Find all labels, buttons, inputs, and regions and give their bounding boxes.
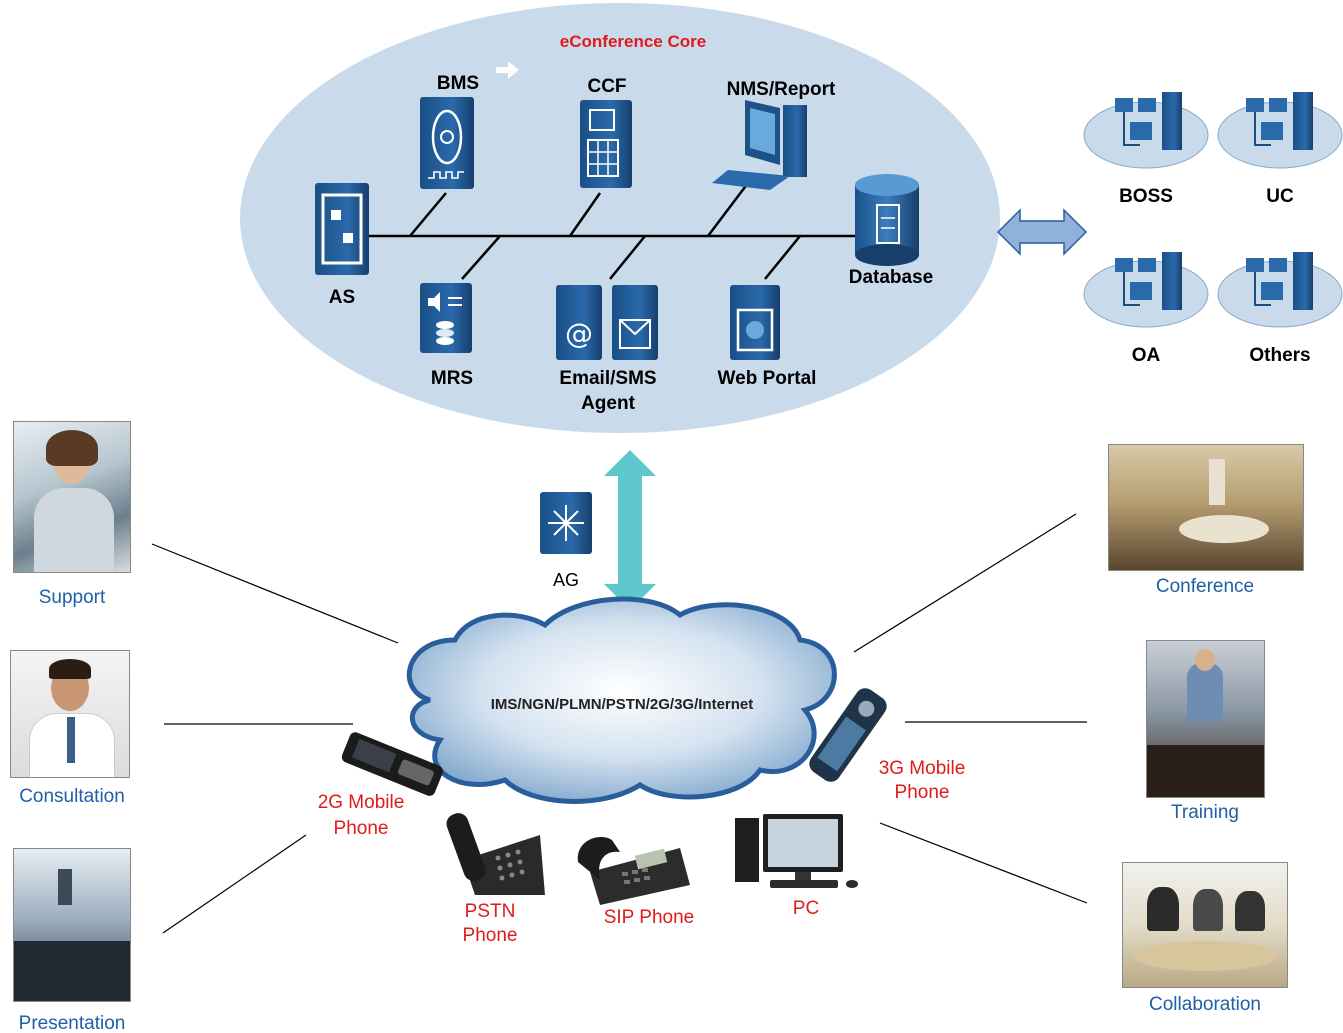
use-case-conference-label: Conference: [1156, 576, 1254, 597]
arrow-right-icon: [496, 61, 519, 79]
pstn-phone-label-line1: PSTN: [465, 901, 516, 922]
external-system-oa: OA: [1132, 345, 1161, 366]
connector-lines: [151, 513, 1088, 934]
external-system-boss: BOSS: [1119, 186, 1173, 207]
nms-monitor-icon: [712, 100, 807, 190]
training-photo: [1146, 640, 1265, 798]
boss-network-cluster-icon: [1083, 92, 1209, 169]
web-portal-server-icon: [730, 285, 780, 360]
mrs-server-icon: [420, 283, 472, 353]
ccf-server-icon: [580, 100, 632, 188]
email-server-icon: @: [556, 285, 602, 360]
network-label: IMS/NGN/PLMN/PSTN/2G/3G/Internet: [491, 696, 754, 713]
mrs-label: MRS: [431, 368, 473, 389]
external-system-uc: UC: [1266, 186, 1294, 207]
bms-server-icon: [420, 97, 474, 189]
oa-network-cluster-icon: [1083, 252, 1209, 328]
mobile-2g-label-line2: Phone: [334, 818, 389, 839]
mobile-3g-label-line2: Phone: [895, 782, 950, 803]
conference-photo: [1108, 444, 1304, 571]
use-case-presentation-label: Presentation: [19, 1013, 126, 1033]
bms-label: BMS: [437, 73, 479, 94]
pstn-phone-label-line2: Phone: [463, 925, 518, 946]
svg-text:@: @: [565, 317, 593, 350]
pc-label: PC: [793, 898, 819, 919]
gateway-icon: [540, 492, 592, 554]
core-title: eConference Core: [560, 32, 706, 51]
as-label: AS: [329, 287, 355, 308]
database-icon: [855, 174, 919, 266]
uc-network-cluster-icon: [1217, 92, 1343, 169]
core-bus: [368, 182, 858, 280]
use-case-consultation-label: Consultation: [19, 786, 125, 807]
database-label: Database: [849, 267, 934, 288]
external-system-others: Others: [1249, 345, 1310, 366]
network-cloud: [406, 596, 837, 804]
email-sms-label-line2: Agent: [581, 393, 636, 414]
consultation-photo: [10, 650, 130, 778]
web-portal-label: Web Portal: [718, 368, 817, 389]
sip-phone-icon: [577, 836, 690, 905]
pc-icon: [735, 814, 858, 888]
support-photo: [13, 421, 131, 573]
as-server-icon: [315, 183, 369, 275]
gateway-label: AG: [553, 570, 579, 590]
others-network-cluster-icon: [1217, 252, 1343, 328]
bidirectional-arrow-icon: [996, 208, 1088, 256]
ccf-label: CCF: [587, 76, 626, 97]
mobile-phone-3g-icon: [809, 688, 887, 782]
use-case-collaboration-label: Collaboration: [1149, 994, 1261, 1015]
mobile-2g-label-line1: 2G Mobile: [318, 792, 405, 813]
collaboration-photo: [1122, 862, 1288, 988]
use-case-training-label: Training: [1171, 802, 1239, 823]
vertical-double-arrow-icon: [604, 450, 656, 610]
pstn-phone-icon: [446, 813, 545, 895]
presentation-photo: [13, 848, 131, 1002]
mobile-3g-label-line1: 3G Mobile: [879, 758, 966, 779]
mobile-phone-2g-icon: [341, 732, 443, 796]
sms-server-icon: [612, 285, 658, 360]
email-sms-label-line1: Email/SMS: [559, 368, 656, 389]
use-case-support-label: Support: [39, 587, 106, 608]
sip-phone-label: SIP Phone: [604, 907, 695, 928]
nms-label: NMS/Report: [727, 79, 836, 100]
